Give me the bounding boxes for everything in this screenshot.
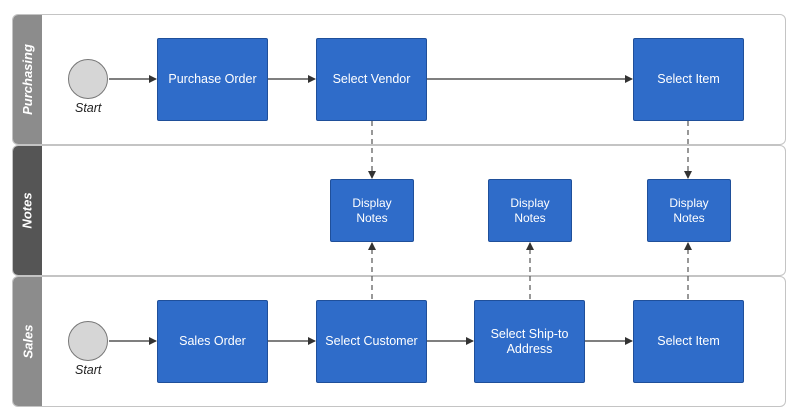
select-item-sales-task[interactable]: Select Item (633, 300, 744, 383)
start-label-sales: Start (75, 363, 102, 377)
start-event-sales[interactable] (68, 321, 108, 361)
select-ship-to-address-task[interactable]: Select Ship-to Address (474, 300, 585, 383)
select-item-purchasing-task[interactable]: Select Item (633, 38, 744, 121)
display-notes-vendor-label: Display Notes (352, 195, 392, 225)
display-notes-ship-to-label: Display Notes (510, 195, 550, 225)
display-notes-vendor[interactable]: Display Notes (330, 179, 414, 242)
lane-label-purchasing: Purchasing (20, 44, 36, 115)
select-item-sales-label: Select Item (657, 334, 720, 348)
lane-label-notes: Notes (20, 192, 35, 229)
sales-order-task[interactable]: Sales Order (157, 300, 268, 383)
select-vendor-label: Select Vendor (332, 72, 411, 86)
purchase-order-label: Purchase Order (168, 72, 257, 86)
display-notes-ship-to[interactable]: Display Notes (488, 179, 572, 242)
lane-header-sales: Sales (13, 277, 42, 406)
purchase-order-task[interactable]: Purchase Order (157, 38, 268, 121)
select-vendor-task[interactable]: Select Vendor (316, 38, 427, 121)
lane-label-sales: Sales (20, 324, 36, 359)
display-notes-item[interactable]: Display Notes (647, 179, 731, 242)
lane-header-notes: Notes (13, 146, 42, 275)
select-item-purchasing-label: Select Item (657, 72, 720, 86)
select-customer-task[interactable]: Select Customer (316, 300, 427, 383)
select-customer-label: Select Customer (325, 334, 418, 348)
start-event-purchasing[interactable] (68, 59, 108, 99)
start-label-purchasing: Start (75, 101, 102, 115)
display-notes-item-label: Display Notes (669, 195, 709, 225)
lane-header-purchasing: Purchasing (13, 15, 42, 144)
select-ship-to-address-label: Select Ship-to Address (490, 326, 569, 356)
sales-order-label: Sales Order (179, 334, 246, 348)
